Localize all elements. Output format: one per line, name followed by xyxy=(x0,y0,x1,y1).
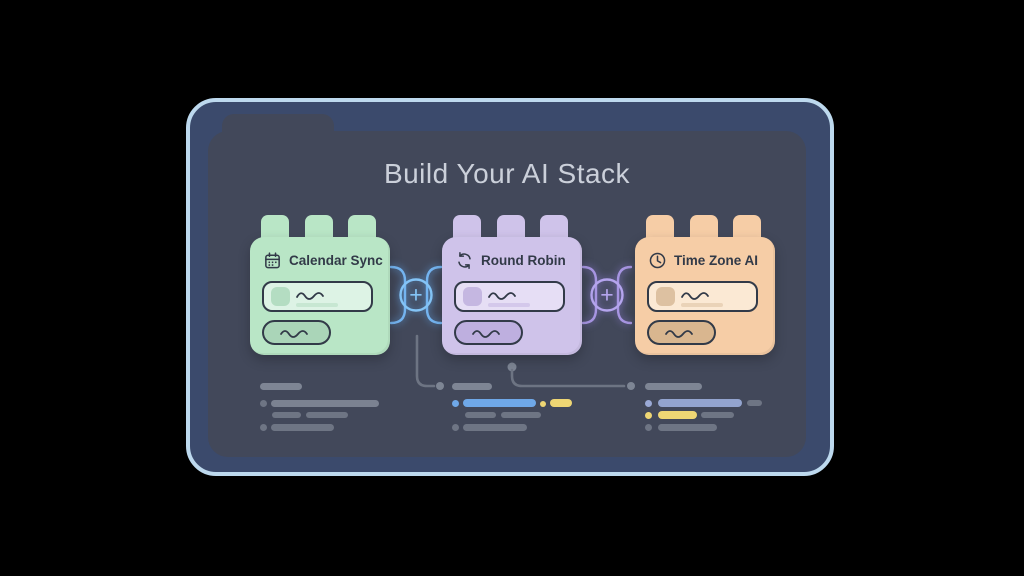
block-title: Time Zone AI xyxy=(674,253,759,268)
block-header: Calendar Sync xyxy=(263,251,384,270)
block-round-robin[interactable]: Round Robin xyxy=(442,215,582,355)
block-title: Round Robin xyxy=(481,253,566,268)
skeleton-bullet xyxy=(452,424,459,431)
skeleton-line xyxy=(501,412,541,418)
skeleton-line xyxy=(306,412,348,418)
calendar-icon xyxy=(265,252,280,269)
skeleton-line-blue xyxy=(463,399,536,407)
skeleton-bullet xyxy=(260,424,267,431)
skeleton-line xyxy=(747,400,762,406)
block-header: Round Robin xyxy=(455,251,576,270)
flow-connector-lines xyxy=(415,334,635,390)
skeleton-heading xyxy=(452,383,492,390)
skeleton-line-periwinkle xyxy=(658,399,742,407)
block-input-field[interactable] xyxy=(262,281,373,312)
page-title: Build Your AI Stack xyxy=(383,158,631,189)
skeleton-bullet-periwinkle xyxy=(645,400,652,407)
skeleton-line xyxy=(271,424,334,431)
skeleton-line xyxy=(658,424,717,431)
placeholder-line xyxy=(681,303,723,307)
skeleton-bullet-blue xyxy=(452,400,459,407)
skeleton-line xyxy=(701,412,734,418)
stud xyxy=(540,215,568,241)
stud xyxy=(690,215,718,241)
skeleton-line-yellow xyxy=(658,411,697,419)
refresh-icon xyxy=(458,251,471,270)
stud xyxy=(646,215,674,241)
avatar-blob xyxy=(271,287,290,306)
block-tag-pill[interactable] xyxy=(454,320,523,345)
block-body: Time Zone AI xyxy=(635,237,775,355)
skeleton-line xyxy=(463,424,527,431)
scribble xyxy=(488,292,516,300)
skeleton-bullet xyxy=(645,424,652,431)
plus-icon: + xyxy=(600,282,613,308)
block-input-field[interactable] xyxy=(647,281,758,312)
block-tag-pill[interactable] xyxy=(647,320,716,345)
skeleton-line xyxy=(272,412,301,418)
block-time-zone-ai[interactable]: Time Zone AI xyxy=(635,215,775,355)
skeleton-line xyxy=(465,412,496,418)
skeleton-heading xyxy=(645,383,702,390)
stud xyxy=(305,215,333,241)
stud xyxy=(733,215,761,241)
skeleton-line xyxy=(271,400,379,407)
add-block-connector-right[interactable]: + xyxy=(582,263,632,327)
clock-icon xyxy=(649,252,666,269)
scribble xyxy=(471,330,500,338)
avatar-blob xyxy=(656,287,675,306)
stud xyxy=(497,215,525,241)
block-input-field[interactable] xyxy=(454,281,565,312)
scribble xyxy=(681,292,709,300)
scribble xyxy=(296,292,324,300)
skeleton-heading xyxy=(260,383,302,390)
stud xyxy=(453,215,481,241)
block-body: Round Robin xyxy=(442,237,582,355)
skeleton-bullet-yellow xyxy=(645,412,652,419)
placeholder-line xyxy=(488,303,530,307)
block-calendar-sync[interactable]: Calendar Sync xyxy=(250,215,390,355)
skeleton-bullet-yellow xyxy=(540,401,546,407)
block-header: Time Zone AI xyxy=(648,251,769,270)
block-tag-pill[interactable] xyxy=(262,320,331,345)
add-block-connector-left[interactable]: + xyxy=(390,263,442,327)
avatar-blob xyxy=(463,287,482,306)
skeleton-line-yellow xyxy=(550,399,572,407)
stud xyxy=(261,215,289,241)
block-body: Calendar Sync xyxy=(250,237,390,355)
placeholder-line xyxy=(296,303,338,307)
scribble xyxy=(664,330,693,338)
stud xyxy=(348,215,376,241)
plus-icon: + xyxy=(409,282,422,308)
skeleton-bullet xyxy=(260,400,267,407)
scribble xyxy=(279,330,308,338)
block-title: Calendar Sync xyxy=(289,253,383,268)
